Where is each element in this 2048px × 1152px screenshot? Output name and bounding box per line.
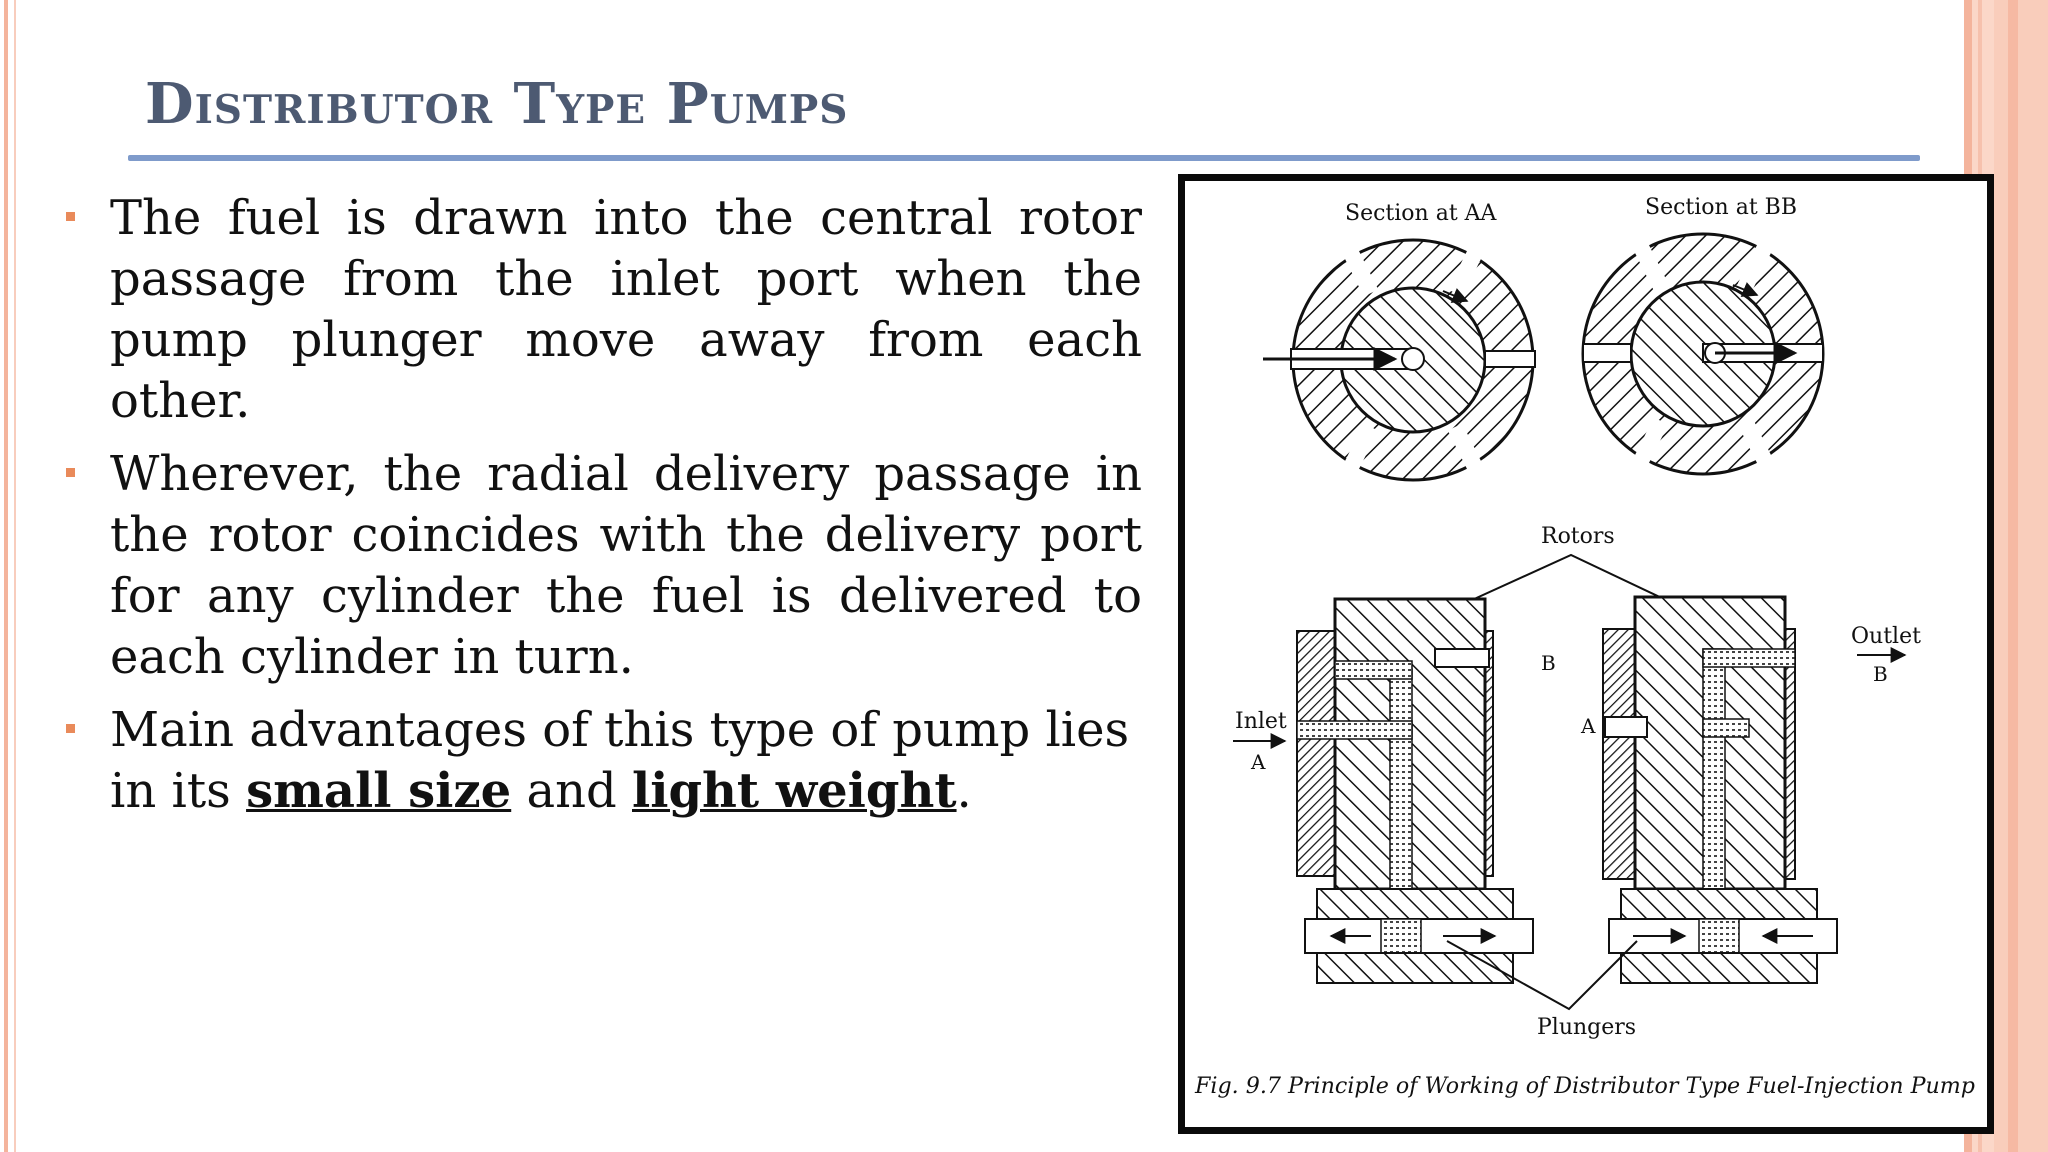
outlet-b-label: B: [1873, 662, 1888, 686]
outlet-label: Outlet: [1851, 624, 1921, 649]
right-pump-assembly: [1602, 595, 1838, 984]
emphasis-small-size: small size: [246, 763, 512, 819]
plungers-label: Plungers: [1537, 1015, 1636, 1040]
bullet-text: The fuel is drawn into the central rotor…: [110, 190, 1142, 429]
slide-title: Distributor Type Pumps: [145, 71, 849, 137]
bullet-square-icon: [66, 212, 75, 221]
port-b-label: B: [1541, 651, 1556, 675]
section-bb-label: Section at BB: [1645, 195, 1797, 220]
inlet-label: Inlet: [1235, 709, 1287, 734]
bullet-square-icon: [66, 724, 75, 733]
pump-diagram: Section at AA Section at BB: [1194, 195, 1975, 1099]
bullet-item: Main advantages of this type of pump lie…: [62, 700, 1142, 822]
emphasis-light-weight: light weight: [632, 763, 957, 819]
bullet-list: The fuel is drawn into the central rotor…: [62, 188, 1142, 834]
figure-caption: Fig. 9.7 Principle of Working of Distrib…: [1194, 1074, 1975, 1099]
bullet-item: Wherever, the radial delivery passage in…: [62, 444, 1142, 688]
rotors-label: Rotors: [1541, 524, 1615, 549]
section-aa-label: Section at AA: [1345, 201, 1498, 226]
inlet-a-label: A: [1250, 750, 1266, 774]
section-aa-drawing: [1263, 238, 1536, 482]
pump-diagram-figure: Section at AA Section at BB: [1178, 174, 1994, 1134]
section-bb-drawing: [1581, 232, 1825, 476]
title-underline: [128, 155, 1920, 161]
bullet-item: The fuel is drawn into the central rotor…: [62, 188, 1142, 432]
rotors-leader-line: [1460, 553, 1686, 610]
bullet-text-prefix: Main advantages of this type of pump lie…: [110, 702, 1130, 819]
bullet-square-icon: [66, 468, 75, 477]
port-a-label: A: [1580, 714, 1596, 738]
left-edge-decoration: [0, 0, 22, 1152]
bullet-text: Wherever, the radial delivery passage in…: [110, 446, 1142, 685]
bullet-text-middle: and: [511, 763, 632, 819]
left-pump-assembly: [1296, 597, 1534, 984]
bullet-text-suffix: .: [956, 763, 972, 819]
plungers-leader-line: [1446, 940, 1638, 1011]
